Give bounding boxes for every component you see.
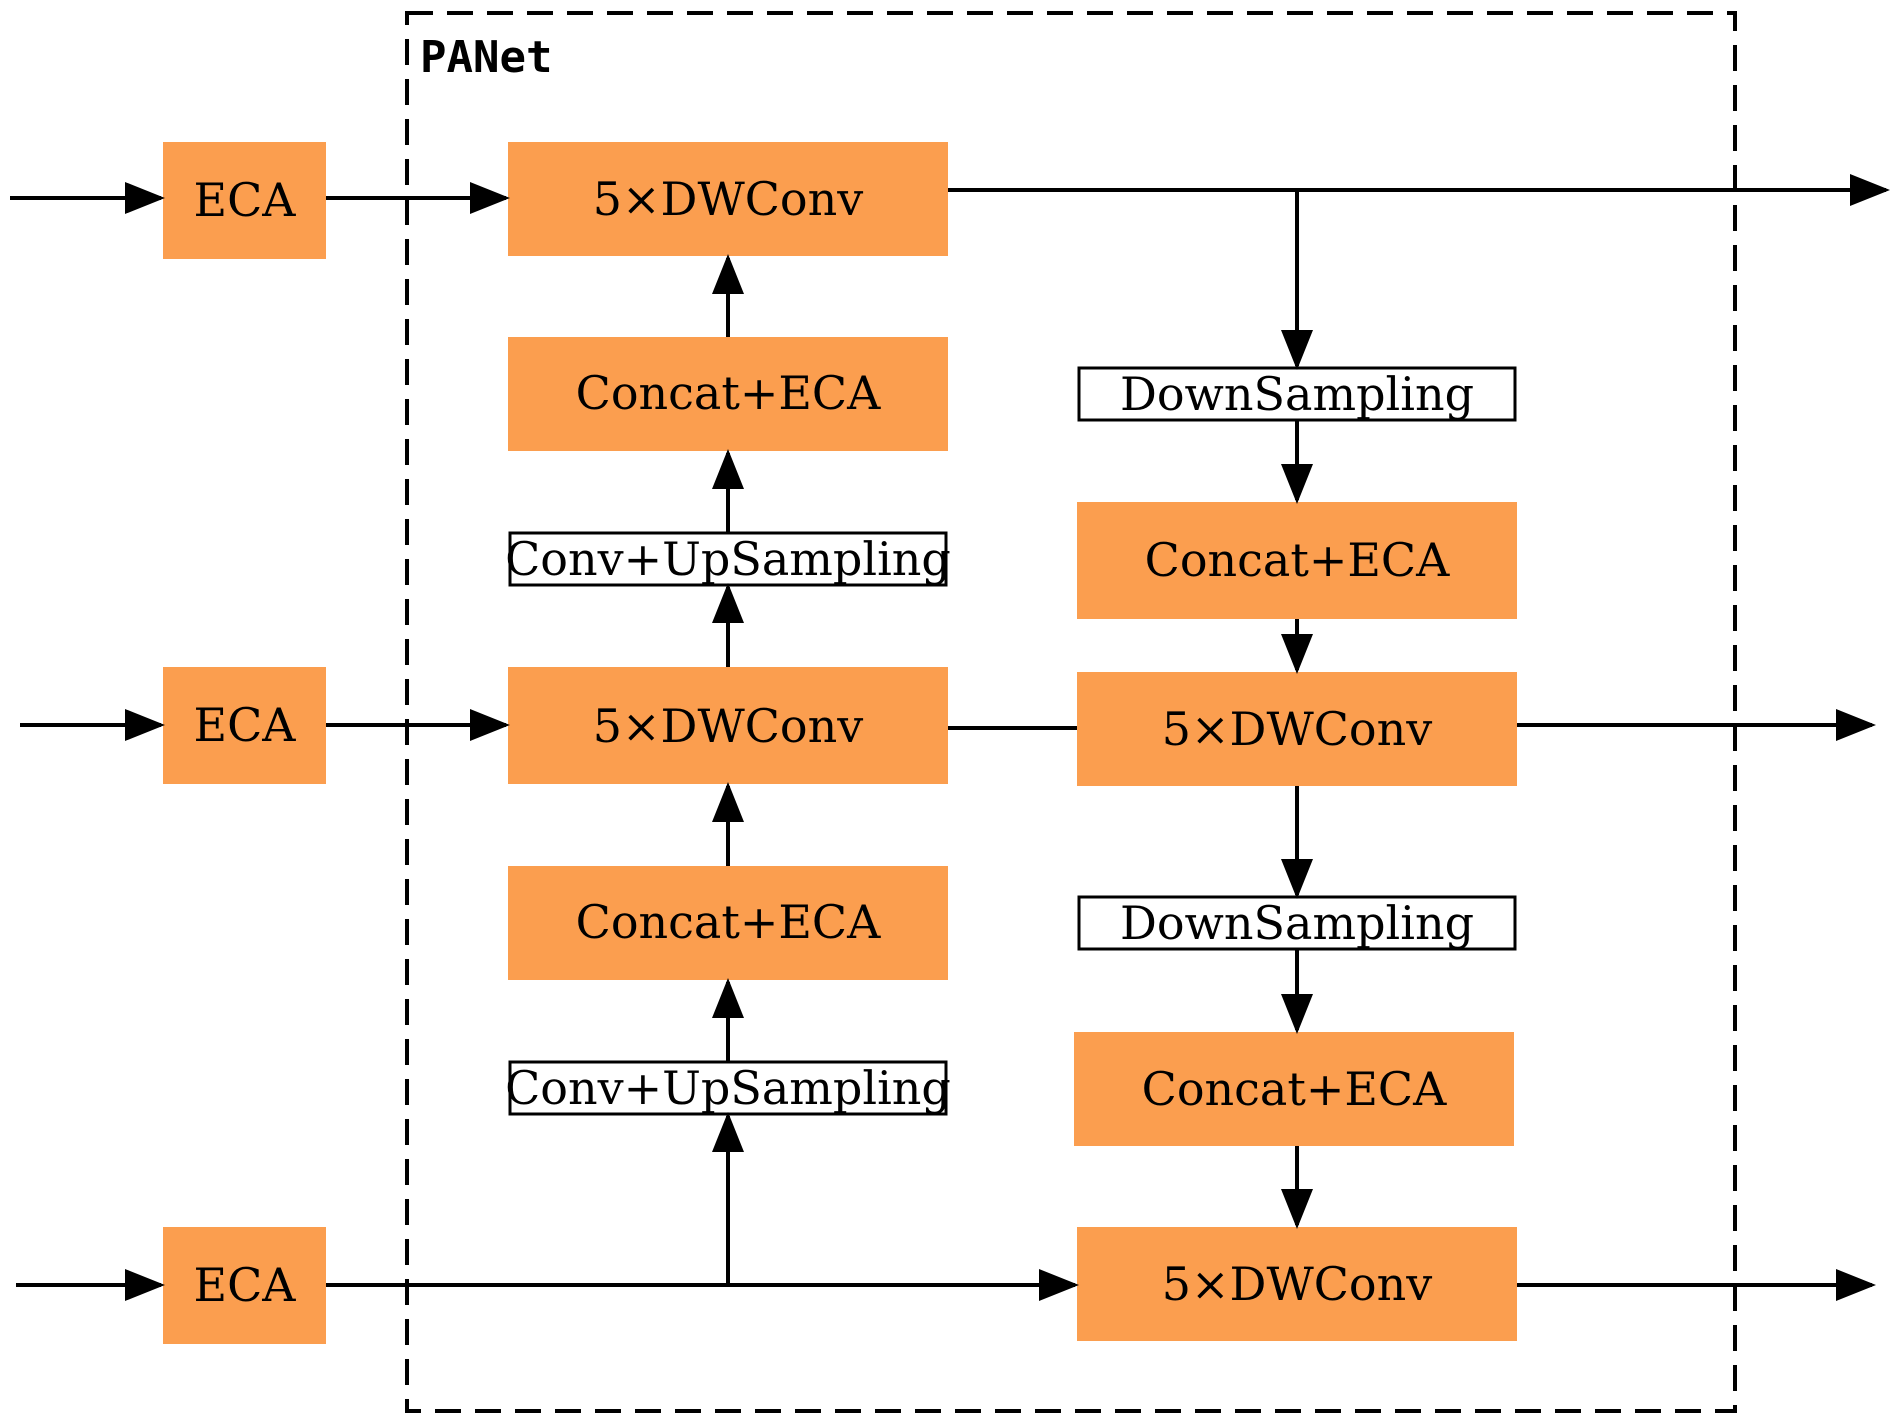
conv-upsampling-box-left-upper: Conv+UpSampling bbox=[505, 531, 951, 587]
concat-eca-block-left-lower: Concat+ECA bbox=[508, 866, 948, 980]
svg-text:5×DWConv: 5×DWConv bbox=[593, 172, 863, 226]
dwconv-block-right-bottom: 5×DWConv bbox=[1077, 1227, 1517, 1341]
svg-text:DownSampling: DownSampling bbox=[1120, 896, 1474, 950]
eca-block-bottom: ECA bbox=[163, 1227, 326, 1344]
svg-text:DownSampling: DownSampling bbox=[1120, 367, 1474, 421]
svg-text:Conv+UpSampling: Conv+UpSampling bbox=[505, 532, 951, 586]
svg-text:ECA: ECA bbox=[194, 1258, 297, 1312]
svg-text:5×DWConv: 5×DWConv bbox=[1162, 1257, 1432, 1311]
svg-text:Conv+UpSampling: Conv+UpSampling bbox=[505, 1061, 951, 1115]
svg-text:Concat+ECA: Concat+ECA bbox=[576, 366, 882, 420]
svg-text:ECA: ECA bbox=[194, 173, 297, 227]
svg-text:5×DWConv: 5×DWConv bbox=[593, 699, 863, 753]
downsampling-box-right-upper: DownSampling bbox=[1077, 366, 1517, 422]
svg-text:Concat+ECA: Concat+ECA bbox=[576, 895, 882, 949]
svg-text:Concat+ECA: Concat+ECA bbox=[1142, 1062, 1448, 1116]
svg-text:5×DWConv: 5×DWConv bbox=[1162, 702, 1432, 756]
svg-text:Concat+ECA: Concat+ECA bbox=[1145, 533, 1451, 587]
conv-upsampling-box-left-lower: Conv+UpSampling bbox=[505, 1060, 951, 1116]
dwconv-block-right-middle: 5×DWConv bbox=[1077, 672, 1517, 786]
dwconv-block-left-top: 5×DWConv bbox=[508, 142, 948, 256]
concat-eca-block-right-lower: Concat+ECA bbox=[1074, 1032, 1514, 1146]
panet-container bbox=[405, 11, 1737, 1413]
eca-block-top: ECA bbox=[163, 142, 326, 259]
concat-eca-block-left-upper: Concat+ECA bbox=[508, 337, 948, 451]
downsampling-box-right-lower: DownSampling bbox=[1077, 895, 1517, 951]
panet-label: PANet bbox=[420, 32, 552, 83]
dwconv-block-left-middle: 5×DWConv bbox=[508, 667, 948, 784]
svg-text:ECA: ECA bbox=[194, 698, 297, 752]
eca-block-middle: ECA bbox=[163, 667, 326, 784]
concat-eca-block-right-upper: Concat+ECA bbox=[1077, 502, 1517, 619]
